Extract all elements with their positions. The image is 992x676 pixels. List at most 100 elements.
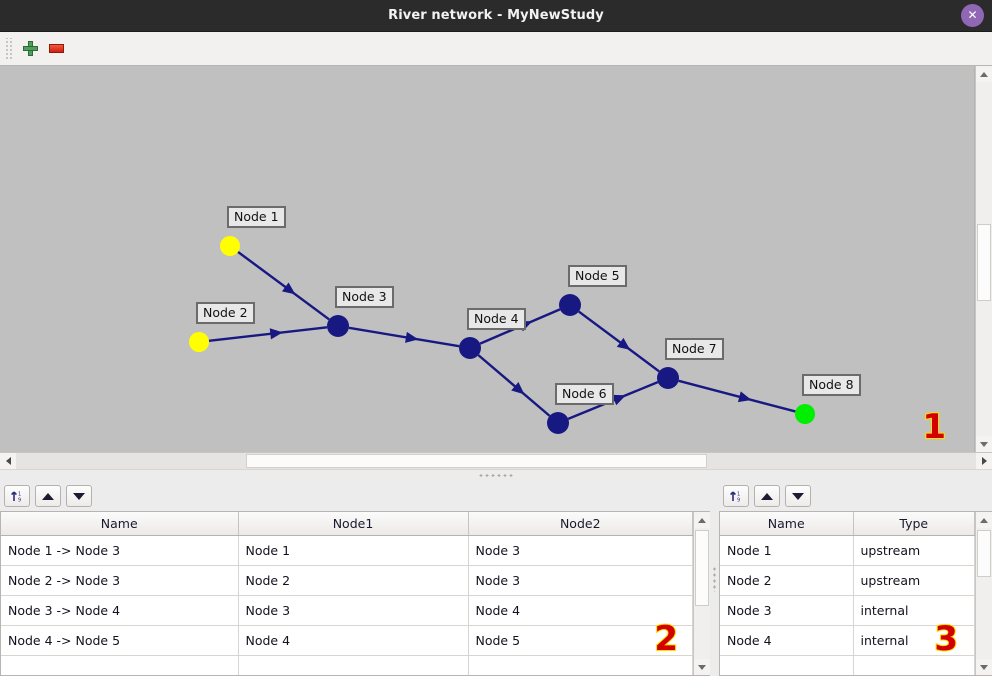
table-cell[interactable]: Node 1: [238, 535, 469, 566]
vscroll-track[interactable]: [976, 82, 992, 436]
reaches-vscroll-thumb[interactable]: [695, 530, 709, 606]
nodes-vscroll-thumb[interactable]: [977, 530, 991, 578]
add-node-button[interactable]: [17, 36, 43, 62]
nodes-vscroll-track[interactable]: [976, 528, 992, 659]
table-cell[interactable]: Node 3: [468, 535, 693, 566]
column-header-node1[interactable]: Node1: [238, 512, 469, 536]
main-toolbar: [0, 32, 992, 66]
table-cell[interactable]: Node 2: [238, 565, 469, 596]
triangle-down-icon: [792, 492, 804, 500]
graph-node-node-3[interactable]: [327, 315, 349, 337]
nodes-watermark: 3: [933, 619, 959, 659]
table-cell[interactable]: Node 4: [468, 595, 693, 626]
table-cell[interactable]: Node 1 -> Node 3: [1, 535, 239, 566]
graph-node-label-node-6[interactable]: Node 6: [555, 383, 614, 405]
table-cell[interactable]: upstream: [853, 535, 975, 566]
canvas-vertical-scrollbar[interactable]: [975, 66, 992, 452]
canvas-horizontal-scrollbar[interactable]: [0, 452, 992, 469]
edge-Node5-Node7[interactable]: [578, 310, 660, 373]
svg-text:1: 1: [737, 492, 740, 498]
nodes-move-up-button[interactable]: [754, 485, 780, 507]
graph-node-label-node-4[interactable]: Node 4: [467, 308, 526, 330]
reaches-move-down-button[interactable]: [66, 485, 92, 507]
table-cell[interactable]: Node 3: [238, 595, 469, 626]
edge-Node1-Node3[interactable]: [237, 250, 330, 321]
table-cell[interactable]: Node 3: [720, 595, 854, 626]
column-header-name[interactable]: Name: [1, 512, 239, 536]
nodes-scroll-down-button[interactable]: [976, 659, 992, 675]
reaches-scroll-down-button[interactable]: [694, 659, 710, 675]
table-cell[interactable]: Node 2 -> Node 3: [1, 565, 239, 596]
edge-Node7-Node8[interactable]: [678, 379, 796, 413]
edge-arrow-icon: [737, 391, 752, 403]
close-icon[interactable]: ✕: [961, 4, 984, 27]
reaches-sort-button[interactable]: 1 9: [4, 485, 30, 507]
horizontal-splitter[interactable]: [0, 469, 992, 481]
graph-node-node-1[interactable]: [220, 236, 240, 256]
reaches-vscroll-track[interactable]: [694, 528, 710, 659]
scroll-right-button[interactable]: [976, 453, 992, 469]
graph-node-label-node-3[interactable]: Node 3: [335, 286, 394, 308]
table-cell[interactable]: upstream: [853, 565, 975, 596]
vscroll-thumb[interactable]: [977, 223, 991, 302]
table-cell-empty: [1, 655, 239, 675]
table-cell[interactable]: Node 3 -> Node 4: [1, 595, 239, 626]
graph-node-node-7[interactable]: [657, 367, 679, 389]
nodes-sort-button[interactable]: 1 9: [723, 485, 749, 507]
table-cell[interactable]: internal: [853, 625, 975, 656]
table-cell[interactable]: Node 4 -> Node 5: [1, 625, 239, 656]
table-cell[interactable]: Node 3: [468, 565, 693, 596]
column-header-name[interactable]: Name: [720, 512, 854, 536]
reaches-vertical-scrollbar[interactable]: [693, 512, 710, 675]
vertical-splitter[interactable]: [710, 481, 719, 676]
scroll-left-button[interactable]: [0, 453, 16, 469]
edge-Node2-Node3[interactable]: [208, 326, 328, 343]
scroll-down-button[interactable]: [976, 436, 992, 452]
column-header-type[interactable]: Type: [853, 512, 975, 536]
graph-node-label-node-5[interactable]: Node 5: [568, 265, 627, 287]
graph-node-label-node-8[interactable]: Node 8: [802, 374, 861, 396]
graph-node-label-node-7[interactable]: Node 7: [665, 338, 724, 360]
table-cell[interactable]: Node 5: [468, 625, 693, 656]
scroll-up-button[interactable]: [976, 66, 992, 82]
nodes-scroll-up-button[interactable]: [976, 512, 992, 528]
graph-node-node-5[interactable]: [559, 294, 581, 316]
graph-node-node-8[interactable]: [795, 404, 815, 424]
toolbar-drag-handle[interactable]: [4, 37, 12, 60]
graph-node-node-4[interactable]: [459, 337, 481, 359]
plus-icon: [22, 41, 38, 56]
hscroll-thumb[interactable]: [246, 454, 708, 468]
table-cell[interactable]: Node 1: [720, 535, 854, 566]
table-cell[interactable]: Node 4: [238, 625, 469, 656]
table-cell[interactable]: Node 2: [720, 565, 854, 596]
table-cell[interactable]: internal: [853, 595, 975, 626]
reaches-scroll-up-button[interactable]: [694, 512, 710, 528]
reaches-move-up-button[interactable]: [35, 485, 61, 507]
column-header-node2[interactable]: Node2: [468, 512, 693, 536]
edge-Node3-Node4[interactable]: [348, 326, 460, 348]
delete-node-button[interactable]: [43, 36, 69, 62]
nodes-move-down-button[interactable]: [785, 485, 811, 507]
hscroll-track[interactable]: [16, 453, 976, 469]
nodes-vertical-scrollbar[interactable]: [975, 512, 992, 675]
edge-Node4-Node6[interactable]: [477, 354, 551, 417]
graph-node-node-6[interactable]: [547, 412, 569, 434]
graph-node-label-node-1[interactable]: Node 1: [227, 206, 286, 228]
edge-arrow-icon: [616, 337, 631, 350]
graph-node-node-2[interactable]: [189, 332, 209, 352]
table-cell[interactable]: Node 4: [720, 625, 854, 656]
graph-node-label-node-2[interactable]: Node 2: [196, 302, 255, 324]
